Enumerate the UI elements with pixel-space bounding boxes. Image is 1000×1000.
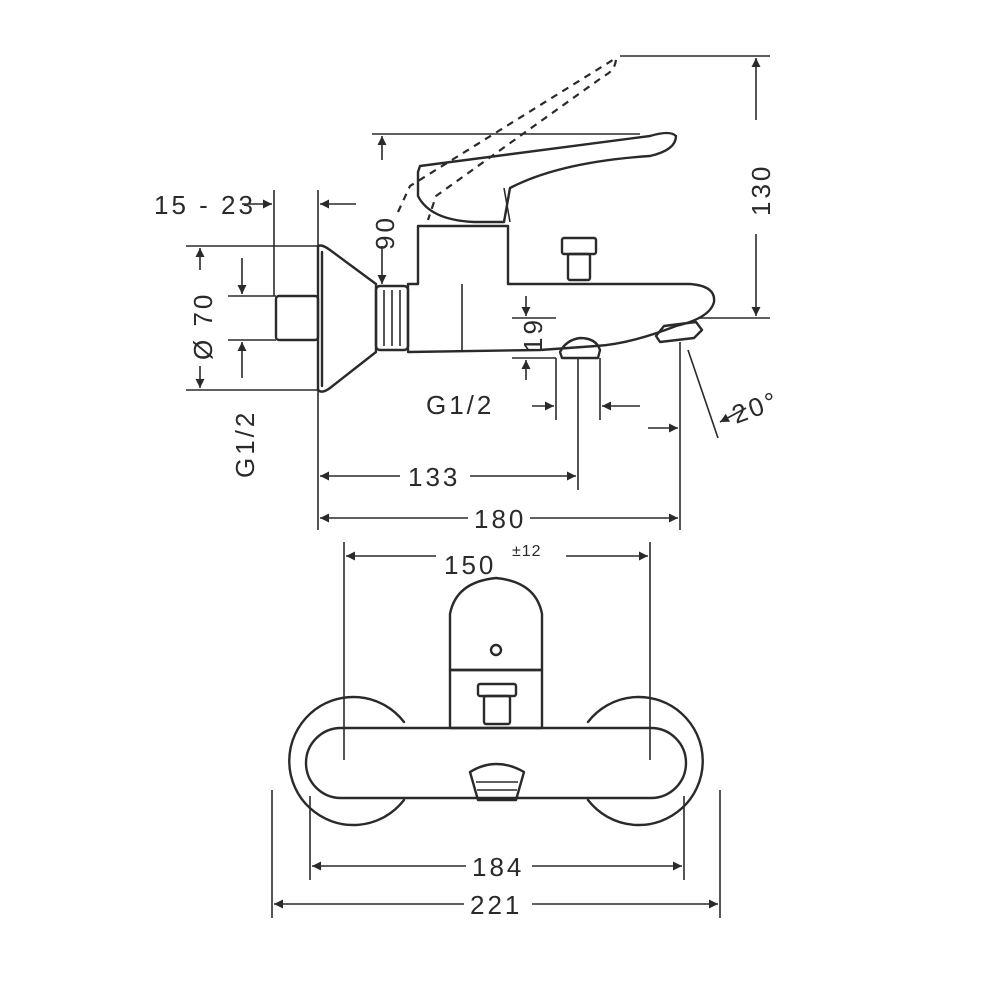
- front-handle: [448, 576, 544, 672]
- lever-handle: [416, 131, 678, 224]
- dim-centers-150: 150: [444, 550, 496, 580]
- dim-thread-bottom: G1/2: [426, 390, 494, 420]
- side-dimensions: 15 - 23 90 130 Ø 70 G1/2 19: [154, 55, 784, 534]
- dim-wall-offset: 15 - 23: [154, 190, 256, 220]
- shower-outlet: [558, 336, 602, 360]
- lever-handle-raised: [397, 56, 618, 221]
- dim-height-130: 130: [746, 164, 776, 216]
- spout-outlet: [654, 320, 704, 344]
- dim-length-133: 133: [408, 462, 460, 492]
- dim-tolerance-150: ±12: [512, 543, 542, 560]
- left-rosette: [288, 695, 406, 827]
- right-rosette: [586, 695, 704, 827]
- mixer-body: [406, 224, 716, 354]
- dim-width-221: 221: [470, 890, 522, 920]
- front-dimensions: 150 ±12 184 221: [271, 542, 721, 920]
- wall-rosette: [316, 244, 378, 393]
- dim-thread-side: G1/2: [230, 410, 260, 478]
- diverter-knob: [560, 236, 598, 256]
- handle-indicator: [489, 643, 503, 657]
- side-view: [274, 56, 716, 393]
- dim-width-184: 184: [472, 852, 524, 882]
- dim-length-180: 180: [474, 504, 526, 534]
- dim-gap-19: 19: [518, 317, 548, 352]
- dim-diameter-70: Ø 70: [188, 292, 218, 360]
- inlet-stub: [274, 294, 320, 342]
- dim-angle-20: 20°: [728, 385, 784, 430]
- dim-height-90: 90: [370, 215, 400, 250]
- front-spout: [468, 762, 526, 802]
- front-view: [288, 576, 704, 827]
